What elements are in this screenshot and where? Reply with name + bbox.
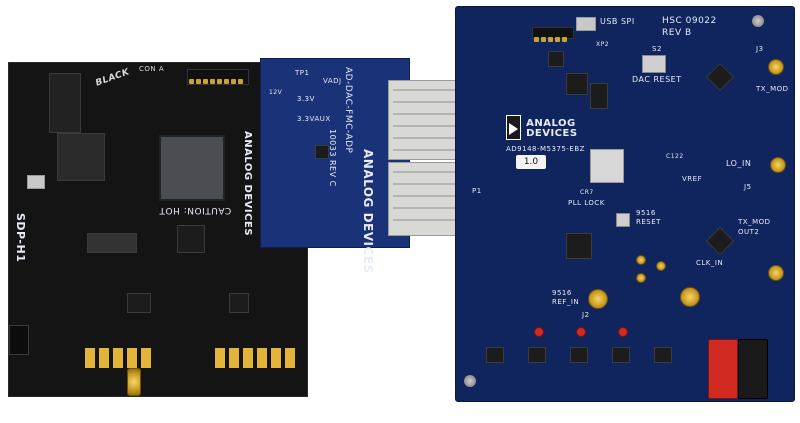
edge-pads-left [85,348,155,368]
test-point-2[interactable] [636,273,646,283]
ad9516-clock-chip [566,233,592,259]
j4-sma[interactable] [768,265,784,281]
clk-in-label: CLK_IN [696,259,724,267]
adapter-tp-label: TP1 [295,69,310,77]
adapter-label-vadj: VADJ [323,77,342,85]
j3-label: J3 [756,45,764,53]
test-point-1[interactable] [636,255,646,265]
sdp-brand-text: ANALOG DEVICES [242,131,253,237]
version-sticker: 1.0 [516,155,546,169]
pll-lock-label: PLL LOCK [568,199,605,207]
p1-label: P1 [472,187,482,195]
xp1-header[interactable] [532,27,574,42]
regulator-4 [612,347,630,363]
clk-in-sma[interactable] [680,287,700,307]
cap-red-3 [618,327,628,337]
ic-u2 [566,73,588,95]
reset-9516-label: 9516 RESET [636,209,661,226]
adapter-chip [315,145,329,159]
memory-chip [49,73,81,133]
caution-hot-label: CAUTION: HOT [159,205,232,215]
j5-label: J5 [744,183,752,191]
test-point-3[interactable] [656,261,666,271]
power-terminal-red[interactable] [708,339,738,399]
fmc-adapter-board: TP1 VADJ 3.3V 3.3VAUX 12V AD-DAC-FMC-ADP… [260,58,410,274]
mount-screw-bottom-left [464,375,476,387]
adapter-rev-wrap: 10033 REV C [323,129,343,229]
processor-chip [57,133,105,181]
sdp-model-wrap: SDP-H1 [13,213,29,303]
regulator-1 [486,347,504,363]
j3-sma[interactable] [768,59,784,75]
cap-red-1 [534,327,544,337]
ic-chip-b [127,293,151,313]
j2-label: J2 [582,311,590,319]
tx-mod-out2-label: TX_MOD OUT2 [738,218,771,236]
eval-brand-logo: ANALOG DEVICES [506,115,586,140]
ad9148-eval-board: USB SPI XP2 HSC 09022 REV B S2 DAC RESET… [455,6,795,402]
dac-reset-label: DAC RESET [632,75,682,84]
blackfin-logo: BLACK [94,67,132,89]
adapter-brand-wrap: ANALOG DEVICES [349,149,379,274]
edge-pads-right [215,348,299,368]
adapter-brand: ANALOG DEVICES [361,149,375,274]
ic-u1 [548,51,564,67]
usb-connector[interactable] [27,175,45,189]
modulator-chip-a [705,62,735,92]
eval-brand-text: ANALOG DEVICES [526,117,578,139]
sdp-sma-connector[interactable] [127,368,141,396]
cap-red-2 [576,327,586,337]
modulator-chip-b [705,226,735,256]
top-header-connector [187,69,249,85]
adapter-label-33v: 3.3V [297,95,315,103]
power-jack[interactable] [9,325,29,355]
tx-mod-label: TX_MOD [756,85,789,93]
ref-in-label: 9516 REF_IN [552,289,580,306]
regulator-2 [528,347,546,363]
sdp-h1-board: CON A BLACK ANALOG DEVICES CAUTION: HOT … [8,62,308,397]
ad9148-dac-chip [590,149,624,183]
mount-screw-top-right [752,15,764,27]
reset-9516-button[interactable] [616,213,630,227]
dip-switch-block[interactable] [87,233,137,253]
lo-in-label: LO_IN [726,159,752,168]
xp2-label: XP2 [596,41,610,48]
power-terminal-black[interactable] [738,339,768,399]
adapter-label-33vaux: 3.3VAUX [297,115,331,123]
fpga-chip [159,135,225,201]
ic-chip-c [229,293,249,313]
part-number-label: AD9148-M5375-EBZ [506,145,585,153]
vref-label: VREF [682,175,703,183]
s2-label: S2 [652,45,662,53]
regulator-5 [654,347,672,363]
ic-chip-a [177,225,205,253]
sdp-brand-logo: ANALOG DEVICES [233,131,255,236]
ic-u3 [590,83,608,109]
usb-mini-connector[interactable] [576,17,596,31]
sdp-model-label: SDP-H1 [14,213,27,263]
adapter-revision: 10033 REV C [328,129,337,187]
adapter-name: AD-DAC-FMC-ADP [343,67,353,154]
dac-reset-button[interactable] [642,55,666,73]
conn-label: CON A [139,65,165,73]
board-revision: HSC 09022 REV B [662,16,717,38]
adapter-label-12v: 12V [269,89,283,96]
cr7-label: CR7 [580,189,594,196]
usb-spi-label: USB SPI [600,17,635,26]
j5-sma[interactable] [770,157,786,173]
regulator-3 [570,347,588,363]
ref-in-sma[interactable] [588,289,608,309]
c122-label: C122 [666,153,684,160]
